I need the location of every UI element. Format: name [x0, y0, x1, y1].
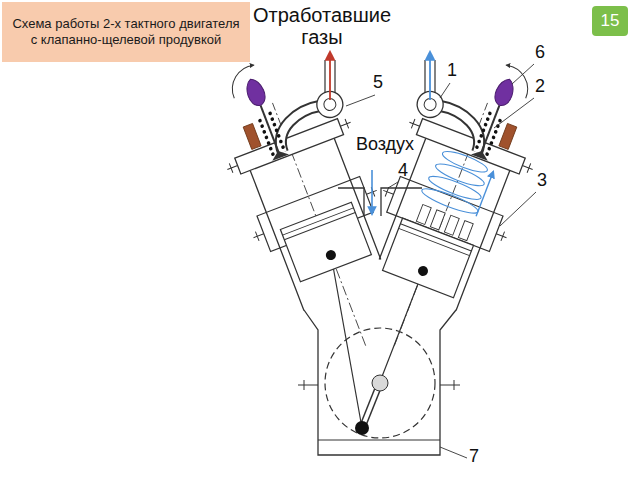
flow-label: Отработавшие газы — [252, 4, 392, 48]
callout-number: 4 — [398, 160, 408, 180]
callout-number: 3 — [537, 170, 547, 190]
callout-number: 1 — [447, 60, 457, 80]
title-text: Схема работы 2-х тактного двигателя с кл… — [10, 16, 242, 48]
callout-number: 5 — [373, 72, 383, 92]
flow-label: Воздух — [356, 134, 414, 154]
callout-number: 2 — [535, 76, 545, 96]
callout-number: 6 — [535, 42, 545, 62]
callout-number: 7 — [469, 446, 479, 466]
page-number: 15 — [601, 11, 620, 31]
title-box: Схема работы 2-х тактного двигателя с кл… — [2, 2, 250, 62]
page-number-box: 15 — [592, 6, 628, 36]
